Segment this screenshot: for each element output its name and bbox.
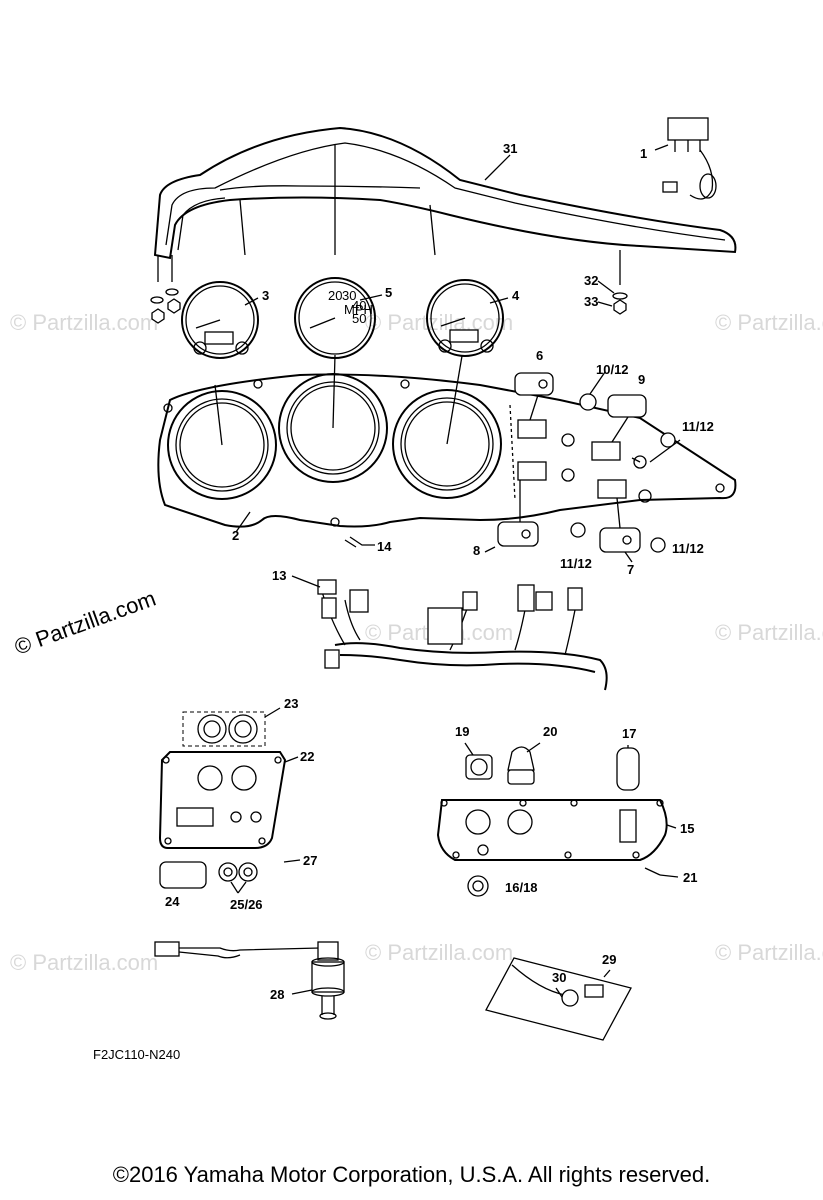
callout-15: 15 — [680, 821, 694, 836]
callout-19: 19 — [455, 724, 469, 739]
callouts: 1 2 3 4 5 6 7 8 9 10/12 11/12 11/12 11/1… — [165, 141, 714, 1002]
callout-32: 32 — [584, 273, 598, 288]
ignition-kit-part — [485, 957, 632, 1041]
speedo-unit: MPH — [344, 302, 373, 317]
callout-25-26: 25/26 — [230, 897, 263, 912]
diagram-code: F2JC110-N240 — [93, 1047, 180, 1062]
watermark: © Partzilla.com — [365, 310, 513, 335]
callout-33: 33 — [584, 294, 598, 309]
watermark: © Partzilla.com — [715, 620, 823, 645]
gauge-right-part — [426, 279, 509, 357]
gauge-left-part — [181, 281, 259, 359]
fasteners — [150, 288, 628, 324]
callout-4: 4 — [512, 288, 520, 303]
callout-31: 31 — [503, 141, 517, 156]
callout-23: 23 — [284, 696, 298, 711]
callout-21: 21 — [683, 870, 697, 885]
speedo-tick: 50 — [352, 311, 366, 326]
watermark: © Partzilla.com — [10, 950, 158, 975]
callout-30: 30 — [552, 970, 566, 985]
callout-28: 28 — [270, 987, 284, 1002]
callout-9: 9 — [638, 372, 645, 387]
speedo-tick: 30 — [342, 288, 356, 303]
callout-8: 8 — [473, 543, 480, 558]
callout-22: 22 — [300, 749, 314, 764]
callout-20: 20 — [543, 724, 557, 739]
instrument-panel-part — [157, 354, 737, 548]
dash-cover-part — [153, 126, 737, 285]
callout-2: 2 — [232, 528, 239, 543]
callout-27: 27 — [303, 853, 317, 868]
left-switch-panel-parts — [158, 707, 301, 894]
watermark: © Partzilla.com — [715, 310, 823, 335]
switches-parts — [484, 371, 681, 563]
watermark: © Partzilla.com — [365, 940, 513, 965]
speedo-tick: 20 — [328, 288, 342, 303]
speedo-tick: 40 — [352, 298, 366, 313]
callout-24: 24 — [165, 894, 180, 909]
callout-16-18: 16/18 — [505, 880, 538, 895]
watermark: © Partzilla.com — [715, 940, 823, 965]
callout-10-12: 10/12 — [596, 362, 629, 377]
callout-11-12: 11/12 — [672, 541, 704, 556]
callout-6: 6 — [536, 348, 543, 363]
sensor-part — [154, 941, 345, 1020]
wire-harness-part — [291, 575, 608, 691]
callout-1: 1 — [640, 146, 647, 161]
callout-17: 17 — [622, 726, 636, 741]
callout-11-12: 11/12 — [560, 556, 592, 571]
callout-11-12: 11/12 — [682, 419, 714, 434]
right-switch-panel-parts — [436, 742, 679, 897]
callout-29: 29 — [602, 952, 616, 967]
callout-3: 3 — [262, 288, 269, 303]
watermark-diagonal: © Partzilla.com — [11, 586, 159, 660]
callout-14: 14 — [377, 539, 392, 554]
callout-13: 13 — [272, 568, 286, 583]
callout-7: 7 — [627, 562, 634, 577]
copyright-notice: ©2016 Yamaha Motor Corporation, U.S.A. A… — [112, 1162, 711, 1187]
module-part — [654, 117, 717, 200]
callout-5: 5 — [385, 285, 392, 300]
watermark: © Partzilla.com — [10, 310, 158, 335]
